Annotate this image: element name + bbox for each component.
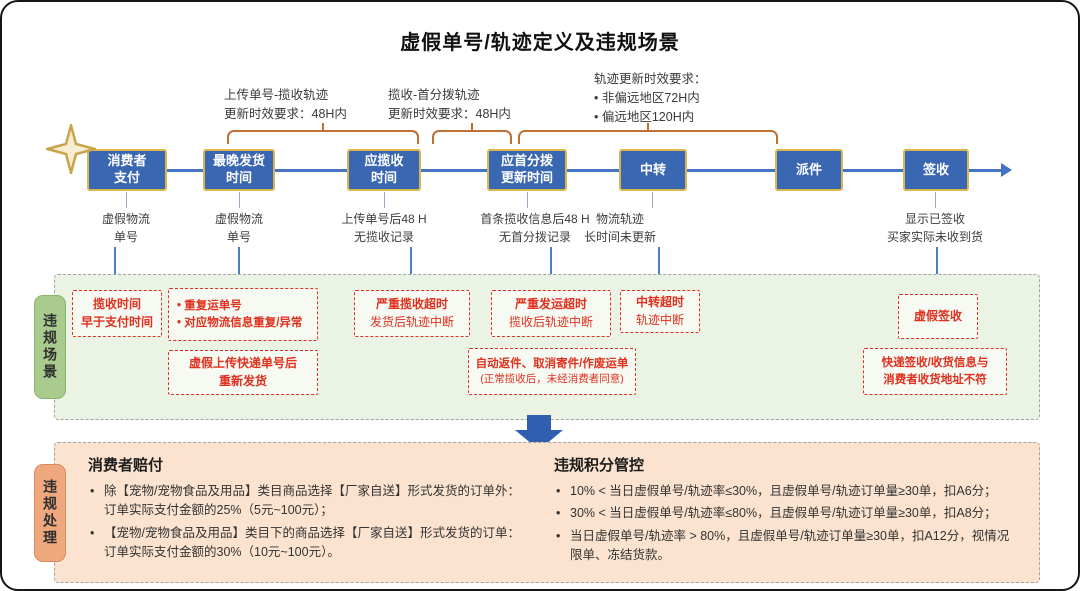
list-item: 30% < 当日虚假单号/轨迹率≤80%，且虚假单号/轨迹订单量≥30单，扣A8… — [554, 504, 1016, 524]
violation-scenarios-label: 违规场景 — [34, 295, 66, 399]
bracket-icon — [518, 130, 778, 144]
violation-handling-label: 违规处理 — [34, 464, 66, 562]
connector-line — [527, 192, 528, 208]
scenario-box-dispatch-timeout: 严重发运超时 揽收后轨迹中断 — [491, 290, 611, 337]
scenario-box-address-mismatch: 快递签收/收货信息与 消费者收货地址不符 — [863, 348, 1007, 395]
timeline-node-pickup-due: 应揽收 时间 — [347, 149, 421, 191]
timeline-node-consumer-pay: 消费者 支付 — [87, 149, 167, 191]
points-control-column: 违规积分管控 10% < 当日虚假单号/轨迹率≤30%，且虚假单号/轨迹订单量≥… — [554, 454, 1016, 569]
consumer-compensation-title: 消费者赔付 — [88, 457, 164, 474]
timeline-arrow-icon — [1001, 163, 1012, 177]
timeline-node-first-sorting: 应首分拨 更新时间 — [487, 149, 567, 191]
consumer-compensation-list: 除【宠物/宠物食品及用品】类目商品选择【厂家自送】形式发货的订单外：订单实际支付… — [88, 482, 530, 563]
connector-line — [652, 192, 653, 208]
caption-fake-tracking-2: 虚假物流 单号 — [214, 212, 263, 244]
scenario-box-pickup-before-pay: 揽收时间 早于支付时间 — [72, 290, 162, 337]
caption-no-pickup-record: 上传单号后48 H 无揽收记录 — [341, 212, 427, 244]
down-arrow-icon — [238, 247, 240, 277]
bracket-icon — [227, 130, 419, 144]
caption-fake-tracking-1: 虚假物流 单号 — [101, 212, 150, 244]
timeline-node-delivery: 派件 — [775, 149, 843, 191]
caption-signed-not-received: 显示已签收 买家实际未收到货 — [886, 212, 983, 244]
sparkle-star-icon — [42, 120, 100, 179]
scenario-box-auto-return-cancel: 自动返件、取消寄件/作废运单 (正常揽收后，未经消费者同意) — [468, 348, 636, 395]
annotation-pickup-sorting: 揽收-首分拨轨迹 更新时效要求：48H内 — [388, 88, 511, 121]
bracket-icon — [432, 130, 512, 144]
annotation-track-update: 轨迹更新时效要求： • 非偏远地区72H内 • 偏远地区120H内 — [594, 72, 707, 124]
connector-line — [126, 192, 127, 208]
connector-line — [935, 192, 936, 208]
down-arrow-icon — [658, 247, 660, 277]
timeline-node-signed: 签收 — [903, 149, 969, 191]
list-item: 除【宠物/宠物食品及用品】类目商品选择【厂家自送】形式发货的订单外：订单实际支付… — [88, 482, 530, 521]
down-arrow-icon — [550, 247, 552, 277]
timeline-node-latest-ship: 最晚发货 时间 — [203, 149, 275, 191]
connector-line — [239, 192, 240, 208]
consumer-compensation-column: 消费者赔付 除【宠物/宠物食品及用品】类目商品选择【厂家自送】形式发货的订单外：… — [88, 454, 530, 566]
down-arrow-icon — [114, 247, 116, 277]
points-control-list: 10% < 当日虚假单号/轨迹率≤30%，且虚假单号/轨迹订单量≥30单，扣A6… — [554, 482, 1016, 566]
scenario-box-transfer-timeout: 中转超时 轨迹中断 — [620, 290, 700, 333]
connector-line — [384, 192, 385, 208]
down-arrow-icon — [936, 247, 938, 277]
list-item: 10% < 当日虚假单号/轨迹率≤30%，且虚假单号/轨迹订单量≥30单，扣A6… — [554, 482, 1016, 502]
big-down-arrow-icon — [527, 415, 551, 430]
page-title: 虚假单号/轨迹定义及违规场景 — [400, 32, 680, 54]
down-arrow-icon — [410, 247, 412, 277]
caption-track-not-updated: 物流轨迹 长时间未更新 — [583, 212, 656, 244]
list-item: 【宠物/宠物食品及用品】类目下的商品选择【厂家自送】形式发货的订单：订单实际支付… — [88, 524, 530, 563]
annotation-upload-pickup: 上传单号-揽收轨迹 更新时效要求：48H内 — [224, 88, 347, 121]
scenario-box-duplicate-tracking: • 重复运单号 • 对应物流信息重复/异常 — [168, 288, 318, 341]
timeline-node-transfer: 中转 — [619, 149, 687, 191]
caption-no-sorting-record: 首条揽收信息后48 H 无首分拨记录 — [480, 212, 590, 244]
scenario-box-fake-sign: 虚假签收 — [898, 294, 978, 339]
scenario-box-fake-upload-reship: 虚假上传快递单号后 重新发货 — [168, 350, 318, 395]
scenario-box-pickup-timeout: 严重揽收超时 发货后轨迹中断 — [354, 290, 470, 337]
list-item: 当日虚假单号/轨迹率 > 80%，且虚假单号/轨迹订单量≥30单，扣A12分，视… — [554, 527, 1016, 566]
points-control-title: 违规积分管控 — [554, 457, 645, 474]
